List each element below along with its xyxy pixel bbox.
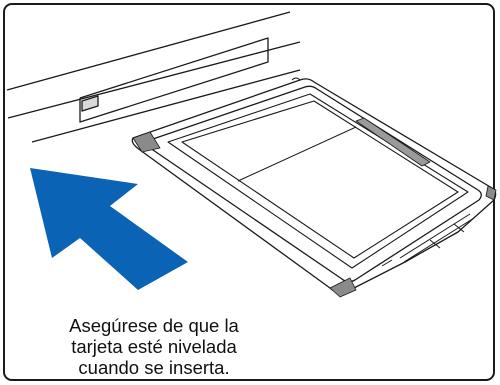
eject-button (81, 95, 99, 112)
card-edge-shade-strip (355, 117, 431, 167)
card-connector-edge (381, 213, 475, 267)
card-slot-opening (79, 37, 269, 123)
casing-top-edge-outer (6, 11, 291, 91)
instruction-caption: Asegúrese de que la tarjeta esté nivelad… (24, 315, 284, 378)
caption-line-1: Asegúrese de que la (69, 315, 239, 336)
card-label-inner (181, 100, 459, 259)
pc-card (131, 77, 497, 298)
laptop-slot-area (6, 11, 301, 143)
card-label-divider (237, 126, 357, 182)
caption-line-2: tarjeta esté nivelada (71, 336, 237, 357)
insert-direction-arrow-icon (30, 168, 188, 290)
caption-line-3: cuando se inserta. (78, 357, 230, 378)
card-corner-bottom (329, 277, 357, 298)
casing-lower-edge (31, 69, 301, 143)
card-corner-left (132, 131, 161, 153)
casing-top-edge-inner (7, 41, 301, 119)
card-corner-right (485, 185, 497, 201)
